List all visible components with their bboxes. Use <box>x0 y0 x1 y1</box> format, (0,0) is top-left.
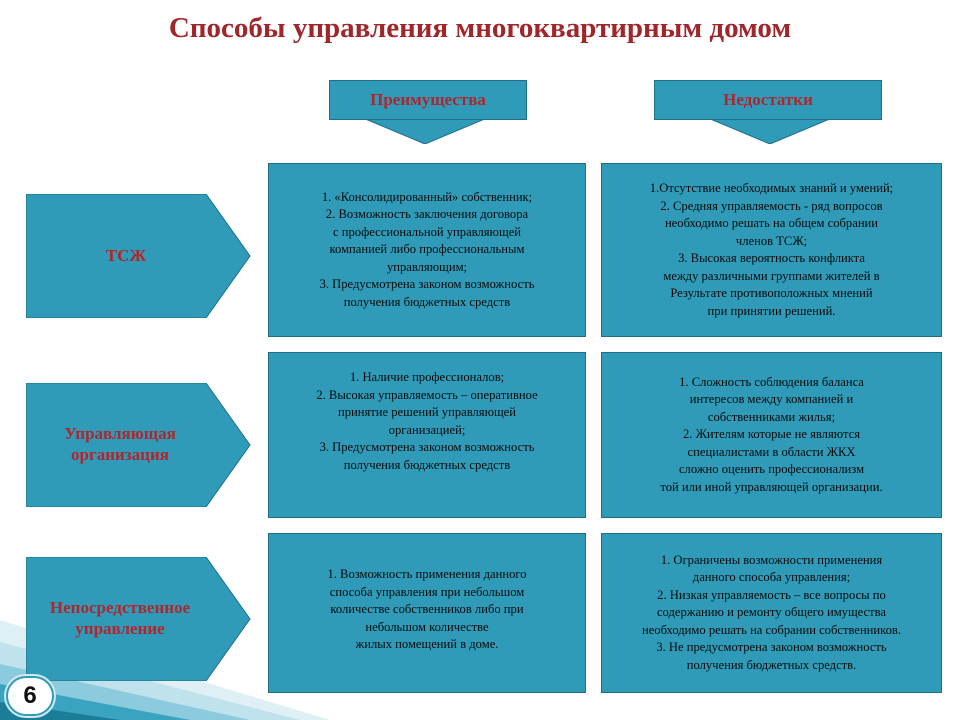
row-label-tszh: ТСЖ <box>105 246 147 265</box>
row-label-management-company: Управляющая организация <box>64 424 176 464</box>
row-label-direct-management: Непосредственное управление <box>49 598 191 638</box>
page-number-badge: 6 <box>6 676 54 716</box>
advantages-box-direct-management: 1. Возможность применения данного способ… <box>268 533 586 693</box>
advantages-box-tszh: 1. «Консолидированный» собственник; 2. В… <box>268 163 586 337</box>
disadvantages-box-direct-management: 1. Ограничены возможности применения дан… <box>601 533 942 693</box>
page-title: Способы управления многоквартирным домом <box>168 12 792 44</box>
row-label-shape-direct-management <box>26 557 251 681</box>
disadvantages-box-tszh: 1.Отсутствие необходимых знаний и умений… <box>601 163 942 337</box>
row-label-shape-management-company <box>26 383 251 507</box>
advantages-header: Преимущества <box>329 80 527 120</box>
disadvantages-header: Недостатки <box>654 80 882 120</box>
disadvantages-box-management-company: 1. Сложность соблюдения баланса интересо… <box>601 352 942 518</box>
advantages-box-management-company: 1. Наличие профессионалов; 2. Высокая уп… <box>268 352 586 518</box>
row-label-shape-tszh <box>26 194 251 318</box>
